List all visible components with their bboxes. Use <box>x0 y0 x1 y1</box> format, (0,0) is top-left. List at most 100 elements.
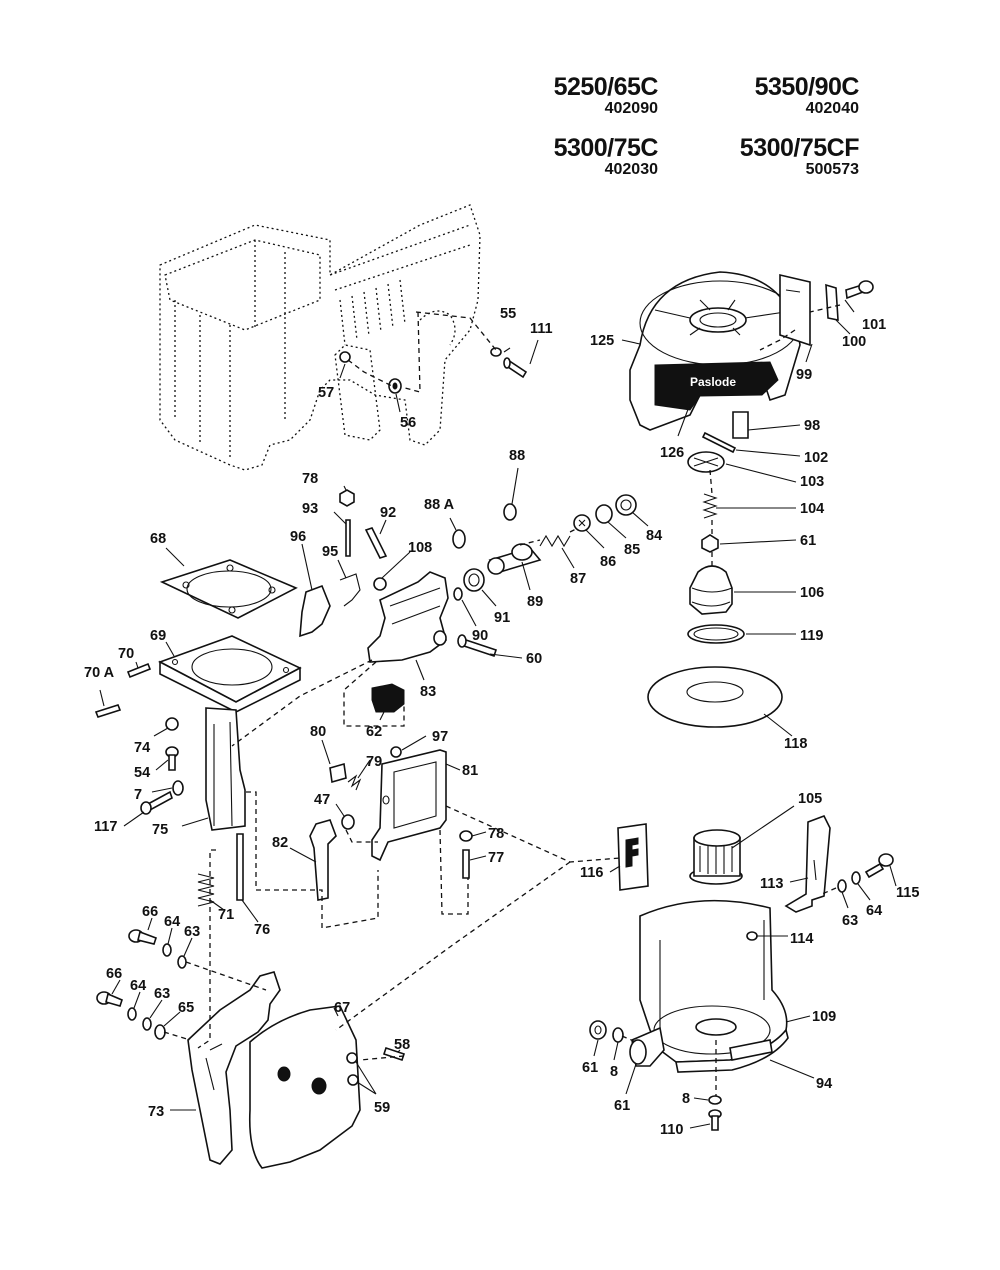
callout-64-lower: 64 <box>130 978 146 994</box>
part-66-screw-lower <box>96 991 123 1007</box>
part-79-spring <box>347 774 362 791</box>
part-77-pin <box>462 849 470 879</box>
callout-76: 76 <box>254 922 270 938</box>
part-87-spring <box>539 534 571 548</box>
callout-114: 114 <box>790 931 813 947</box>
part-113-bracket <box>784 814 831 913</box>
part-64-washer-lower <box>127 1007 137 1021</box>
part-8-washer-left <box>612 1027 624 1043</box>
part-116-label <box>617 823 649 891</box>
callout-labels: 55 111 57 56 125 99 101 100 126 98 102 1… <box>84 306 919 1138</box>
callout-102: 102 <box>804 450 828 466</box>
callout-59: 59 <box>374 1100 390 1116</box>
model-name: 5350/90C <box>754 73 860 101</box>
part-8-washer-bottom <box>708 1095 722 1105</box>
part-73-nose-guide <box>187 971 281 1165</box>
part-64-washer-upper <box>162 943 172 957</box>
callout-82: 82 <box>272 835 288 851</box>
callout-64-right: 64 <box>866 903 882 919</box>
callout-69: 69 <box>150 628 166 644</box>
part-69-cylinder-cap <box>158 635 302 713</box>
callout-60: 60 <box>526 651 542 667</box>
part-95-clip <box>339 573 361 607</box>
callout-92: 92 <box>380 505 396 521</box>
callout-66-lower: 66 <box>106 966 122 982</box>
model-code: 500573 <box>805 161 859 178</box>
part-47-nut <box>341 814 355 830</box>
brand-label: Paslode <box>690 375 736 389</box>
callout-88: 88 <box>509 448 525 464</box>
callout-8-left: 8 <box>610 1064 618 1080</box>
callout-85: 85 <box>624 542 640 558</box>
callout-64-upper: 64 <box>164 914 180 930</box>
part-85-washer <box>595 504 613 524</box>
callout-73: 73 <box>148 1104 164 1120</box>
callout-68: 68 <box>150 531 166 547</box>
callout-126: 126 <box>660 445 684 461</box>
callout-110: 110 <box>660 1122 683 1138</box>
callout-125: 125 <box>590 333 614 349</box>
part-60-screw <box>457 634 498 658</box>
model-code: 402040 <box>805 100 859 117</box>
part-105-feed-cap <box>689 829 743 885</box>
phantom-tool-body <box>159 204 481 471</box>
callout-79: 79 <box>366 754 382 770</box>
part-75-nose-body <box>205 707 246 831</box>
model-5350-90c: 5350/90C 402040 <box>754 73 860 118</box>
callout-78-top: 78 <box>302 471 318 487</box>
callout-55: 55 <box>500 306 516 322</box>
callout-83: 83 <box>420 684 436 700</box>
callout-113: 113 <box>760 876 783 892</box>
callout-66-upper: 66 <box>142 904 158 920</box>
callout-70A: 70 A <box>84 665 115 681</box>
callout-88A: 88 A <box>424 497 455 513</box>
part-78-nut-lower <box>459 830 473 842</box>
part-86-seal <box>573 514 591 532</box>
part-108-nut <box>373 577 387 591</box>
callout-81: 81 <box>462 763 478 779</box>
part-76-driver <box>236 833 244 901</box>
callout-91: 91 <box>494 610 510 626</box>
part-89-valve-stem <box>487 543 542 575</box>
part-63-washer-right <box>837 879 847 893</box>
callout-118: 118 <box>784 736 807 752</box>
callout-116: 116 <box>580 865 603 881</box>
callout-61-top: 61 <box>800 533 816 549</box>
part-61-hub <box>629 1026 665 1067</box>
part-68-gasket <box>159 559 298 619</box>
model-5300-75c: 5300/75C 402030 <box>554 135 659 179</box>
part-103-cap <box>687 451 725 473</box>
part-74-nut <box>165 717 179 731</box>
callout-63-lower: 63 <box>154 986 170 1002</box>
callout-100: 100 <box>842 334 866 350</box>
callout-62: 62 <box>366 724 382 740</box>
assembly-guide-lines <box>163 304 841 1096</box>
callout-97: 97 <box>432 729 448 745</box>
callout-115: 115 <box>896 885 919 901</box>
model-code: 402090 <box>604 100 658 117</box>
callout-74: 74 <box>134 740 150 756</box>
part-63-washer-lower <box>142 1017 152 1031</box>
callout-89: 89 <box>527 594 543 610</box>
part-61-nut-top <box>701 534 719 553</box>
part-98-clip <box>732 411 749 439</box>
callout-94: 94 <box>816 1076 832 1092</box>
part-66-screw-upper <box>128 929 158 945</box>
part-91-bushing <box>463 568 485 592</box>
callout-103: 103 <box>800 474 824 490</box>
callout-56: 56 <box>400 415 416 431</box>
callout-87: 87 <box>570 571 586 587</box>
callout-93: 93 <box>302 501 318 517</box>
part-56-bushing <box>388 378 402 394</box>
part-101-screw <box>845 280 874 300</box>
part-92-pin <box>364 527 388 559</box>
part-80-spring-clip <box>329 762 347 784</box>
callout-84: 84 <box>646 528 662 544</box>
part-70A-pin <box>94 704 122 718</box>
callout-108: 108 <box>408 540 432 556</box>
callout-111: 111 <box>530 321 553 337</box>
callout-leaders <box>99 299 897 1129</box>
part-81-contact-arm <box>371 749 447 862</box>
callout-58: 58 <box>394 1037 410 1053</box>
